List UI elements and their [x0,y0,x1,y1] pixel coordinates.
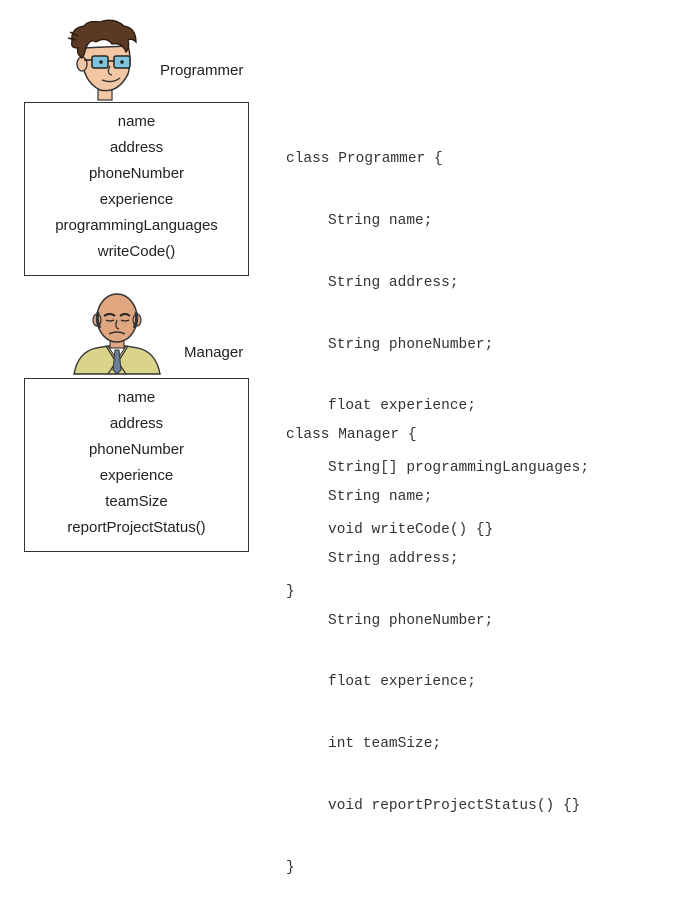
programmer-attribute: phoneNumber [88,165,185,182]
manager-method: reportProjectStatus() [67,519,206,536]
programmer-code-block: class Programmer { String name; String a… [286,108,589,643]
programmer-attribute: address [109,139,164,156]
code-line: String name; [328,488,433,505]
programmer-attribute: experience [99,191,174,208]
programmer-attribute: name [117,113,156,130]
manager-code-block: class Manager { String name; String addr… [286,384,580,919]
manager-role-label: Manager [184,344,244,361]
code-line: String phoneNumber; [328,612,494,629]
programmer-class-box: name address phoneNumber experience prog… [24,102,249,276]
code-line: String address; [328,274,459,291]
manager-avatar-icon [73,293,161,375]
programmer-role-label: Programmer [160,62,244,79]
code-line: void reportProjectStatus() {} [328,797,581,814]
manager-attribute: phoneNumber [88,441,185,458]
code-line: float experience; [328,674,476,691]
programmer-avatar-icon [67,19,137,101]
manager-class-box: name address phoneNumber experience team… [24,378,249,552]
code-line: String[] programmingLanguages; [328,460,590,477]
manager-attribute: address [109,415,164,432]
programmer-attribute: programmingLanguages [55,217,218,234]
code-line: void writeCode() {} [328,521,494,538]
code-class-declaration: class Manager { [286,427,417,444]
code-line: String address; [328,550,459,567]
code-line: String name; [328,212,433,229]
manager-attribute: teamSize [105,493,168,510]
code-closing-brace: } [286,859,295,876]
code-class-declaration: class Programmer { [286,151,443,168]
manager-attribute: name [117,389,156,406]
programmer-method: writeCode() [97,243,176,260]
code-line: int teamSize; [328,736,442,753]
code-line: float experience; [328,398,476,415]
code-line: String phoneNumber; [328,336,494,353]
manager-attribute: experience [99,467,174,484]
